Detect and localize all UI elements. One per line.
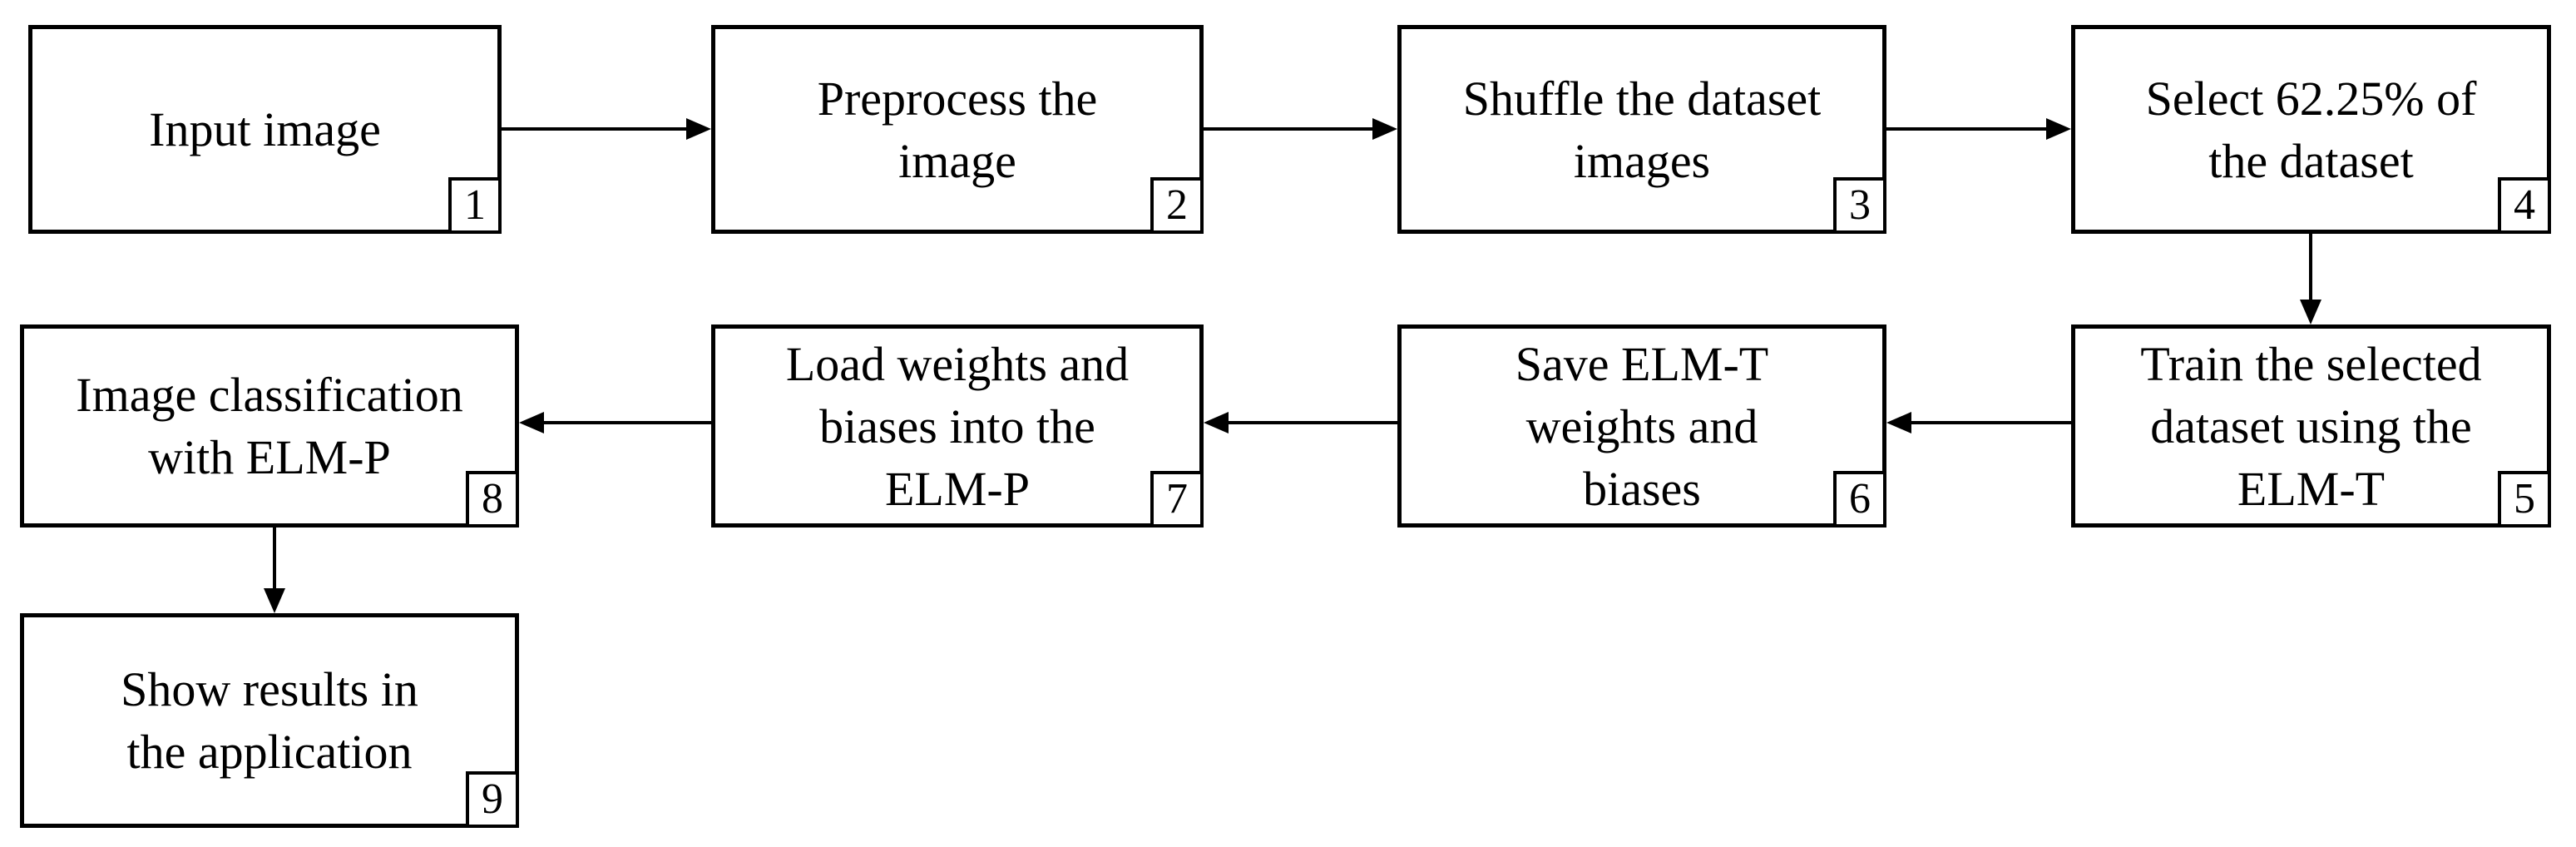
flow-step-5-number-badge: 5 [2498, 471, 2551, 528]
arrow-2-3-head-icon [1372, 118, 1397, 140]
flow-step-9: Show results in the application 9 [20, 613, 519, 828]
arrow-8-9-line [273, 528, 276, 590]
arrow-4-5-head-icon [2300, 300, 2321, 324]
flow-step-3-label: Shuffle the dataset images [1462, 71, 1822, 188]
flow-step-3-number-badge: 3 [1833, 177, 1886, 234]
flow-step-4-label: Select 62.25% of the dataset [2145, 71, 2477, 188]
flow-step-8-number-badge: 8 [466, 471, 519, 528]
arrow-2-3-line [1204, 127, 1374, 131]
arrow-5-6-head-icon [1886, 412, 1911, 433]
arrow-7-8-line [542, 421, 711, 424]
flow-step-1-number: 1 [464, 181, 486, 229]
flow-step-4-number-badge: 4 [2498, 177, 2551, 234]
arrow-6-7-line [1227, 421, 1397, 424]
flow-step-7: Load weights and biases into the ELM-P 7 [711, 324, 1204, 528]
flow-step-4: Select 62.25% of the dataset 4 [2071, 25, 2551, 234]
arrow-3-4-head-icon [2046, 118, 2071, 140]
flow-step-1-number-badge: 1 [448, 177, 502, 234]
flow-step-9-number-badge: 9 [466, 771, 519, 828]
flow-step-7-number-badge: 7 [1150, 471, 1204, 528]
flow-step-2-label: Preprocess the image [817, 71, 1098, 188]
arrow-7-8-head-icon [519, 412, 544, 433]
arrow-6-7-head-icon [1204, 412, 1229, 433]
flow-step-8: Image classification with ELM-P 8 [20, 324, 519, 528]
flow-step-4-number: 4 [2514, 181, 2535, 229]
flow-step-9-number: 9 [482, 775, 503, 823]
flow-step-9-label: Show results in the application [121, 662, 418, 779]
arrow-4-5-line [2309, 234, 2312, 301]
flow-step-2-number: 2 [1166, 181, 1188, 229]
flow-step-1: Input image 1 [28, 25, 502, 234]
arrow-3-4-line [1886, 127, 2048, 131]
flow-step-6-number: 6 [1849, 475, 1871, 523]
flow-step-3: Shuffle the dataset images 3 [1397, 25, 1886, 234]
flow-step-7-label: Load weights and biases into the ELM-P [785, 336, 1130, 516]
arrow-1-2-head-icon [686, 118, 711, 140]
flow-step-2-number-badge: 2 [1150, 177, 1204, 234]
arrow-1-2-line [502, 127, 688, 131]
arrow-5-6-line [1910, 421, 2071, 424]
flow-step-7-number: 7 [1166, 475, 1188, 523]
flow-step-1-label: Input image [149, 102, 381, 156]
flow-step-2: Preprocess the image 2 [711, 25, 1204, 234]
flow-step-6-label: Save ELM-T weights and biases [1515, 336, 1769, 516]
flow-step-5-label: Train the selected dataset using the ELM… [2140, 336, 2482, 516]
flow-step-5-number: 5 [2514, 475, 2535, 523]
flow-step-3-number: 3 [1849, 181, 1871, 229]
flow-step-6: Save ELM-T weights and biases 6 [1397, 324, 1886, 528]
flow-step-6-number-badge: 6 [1833, 471, 1886, 528]
arrow-8-9-head-icon [264, 588, 285, 613]
flow-step-8-label: Image classification with ELM-P [76, 368, 463, 484]
flow-step-8-number: 8 [482, 475, 503, 523]
flow-step-5: Train the selected dataset using the ELM… [2071, 324, 2551, 528]
